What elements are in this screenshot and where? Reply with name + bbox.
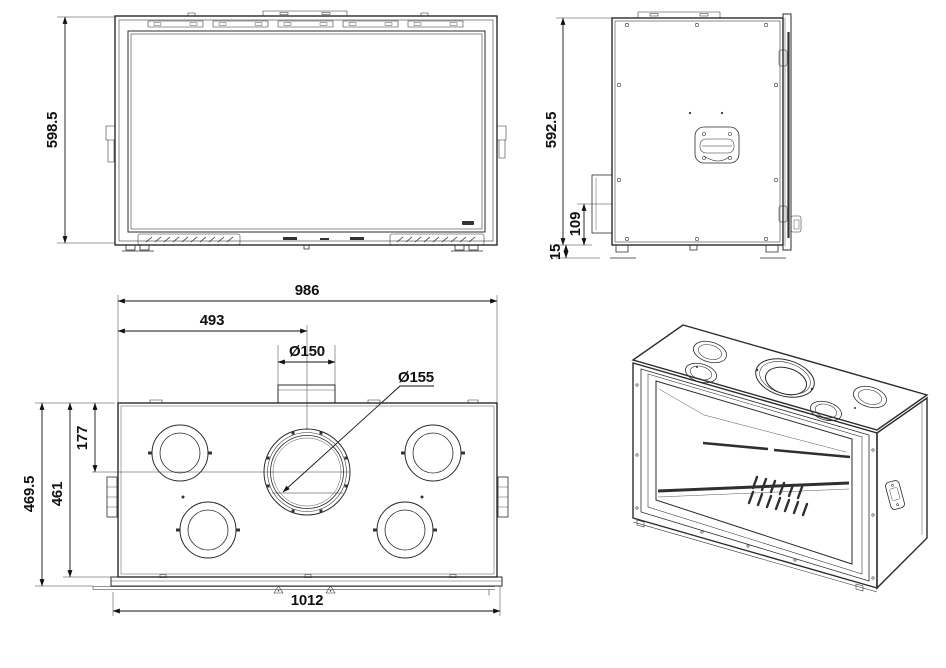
top-spigot-rings bbox=[148, 424, 465, 559]
brand-logo bbox=[462, 221, 474, 225]
front-body-inner-line bbox=[118, 19, 494, 242]
top-flue-opening-label: Ø155 bbox=[398, 369, 434, 386]
front-glass-frame bbox=[127, 30, 486, 233]
iso-door-frame-mid bbox=[647, 373, 863, 575]
top-overall-width-label: 986 bbox=[295, 282, 319, 299]
front-top-vent-caps bbox=[153, 22, 458, 26]
iso-side-handle bbox=[885, 480, 905, 510]
side-pin-left bbox=[688, 111, 692, 115]
top-width-extension-lines bbox=[117, 295, 498, 403]
side-base-label: 15 bbox=[547, 244, 564, 260]
iso-glass-opening bbox=[655, 380, 853, 565]
side-feet bbox=[610, 245, 786, 259]
front-feet bbox=[122, 245, 483, 252]
side-view: 592.5 109 15 bbox=[543, 11, 802, 260]
front-height-label: 598.5 bbox=[44, 112, 61, 149]
side-top-bracket bbox=[637, 11, 721, 19]
front-right-latch bbox=[496, 125, 507, 159]
iso-air-slot-band bbox=[702, 441, 851, 459]
top-flue-offset-label: 177 bbox=[74, 426, 91, 450]
top-depth-extension-lines bbox=[35, 402, 501, 616]
front-view: 598.5 bbox=[44, 10, 507, 252]
side-inlet-label: 109 bbox=[567, 212, 584, 236]
side-body-inner-line bbox=[614, 20, 781, 243]
top-edge-ticks bbox=[149, 399, 479, 404]
side-door-latch-inner bbox=[793, 219, 800, 230]
iso-front-face bbox=[632, 362, 878, 589]
front-height-extension-lines bbox=[57, 16, 115, 244]
top-view: 986 493 Ø150 Ø155 469.5 461 177 1012 bbox=[21, 282, 509, 616]
top-flue-collar bbox=[277, 384, 336, 404]
top-frame-width-label: 1012 bbox=[291, 592, 324, 609]
top-warning-symbols bbox=[273, 585, 336, 594]
iso-right-face bbox=[876, 396, 928, 590]
front-top-vent-boxes bbox=[147, 20, 464, 28]
iso-door-frame-outer bbox=[640, 368, 870, 582]
side-air-inlet-box bbox=[591, 174, 613, 234]
side-hinge-bottom bbox=[778, 205, 788, 223]
iso-top-face bbox=[631, 324, 929, 431]
side-front-frame bbox=[782, 13, 792, 251]
top-flue-opening bbox=[263, 428, 351, 516]
top-overall-depth-label: 469.5 bbox=[21, 476, 38, 513]
front-glass-inner-line bbox=[130, 33, 483, 230]
isometric-view bbox=[631, 324, 929, 593]
side-hinge-top bbox=[778, 49, 788, 67]
top-front-edge-lines bbox=[92, 586, 495, 596]
iso-feet bbox=[636, 519, 864, 592]
top-screw-right bbox=[420, 495, 424, 499]
iso-bottom-edge-line bbox=[632, 521, 878, 593]
top-flue-centre-label: 493 bbox=[200, 312, 224, 329]
top-frame-ticks bbox=[159, 574, 457, 578]
side-pin-right bbox=[720, 111, 724, 115]
iso-top-rings bbox=[685, 340, 887, 422]
front-bottom-vent-left-hatch bbox=[145, 236, 234, 243]
side-height-label: 592.5 bbox=[543, 112, 560, 149]
side-door-latch bbox=[790, 215, 802, 233]
iso-top-lip bbox=[632, 362, 928, 434]
top-body-depth-label: 461 bbox=[49, 482, 66, 506]
side-height-extension-lines bbox=[556, 17, 612, 259]
top-body-inner-line bbox=[120, 405, 495, 575]
side-carry-handle bbox=[694, 126, 740, 164]
iso-grate-slots bbox=[747, 475, 809, 517]
top-front-frame-strip bbox=[110, 576, 503, 587]
top-screw-left bbox=[181, 495, 185, 499]
front-body-outline bbox=[114, 15, 498, 246]
side-body-outline bbox=[611, 17, 784, 246]
front-top-bracket bbox=[187, 10, 429, 17]
side-screws bbox=[617, 23, 778, 241]
front-bottom-vent-left bbox=[137, 233, 241, 246]
front-left-latch bbox=[105, 125, 116, 163]
front-bottom-centre-marks bbox=[283, 237, 364, 240]
top-spigot-ticks bbox=[148, 451, 465, 532]
top-flue-opening-leader bbox=[282, 385, 434, 493]
iso-frame-screws bbox=[635, 383, 875, 580]
front-bottom-vent-right bbox=[389, 233, 485, 246]
front-bottom-vent-right-hatch bbox=[396, 236, 476, 243]
top-side-brackets bbox=[106, 476, 509, 518]
